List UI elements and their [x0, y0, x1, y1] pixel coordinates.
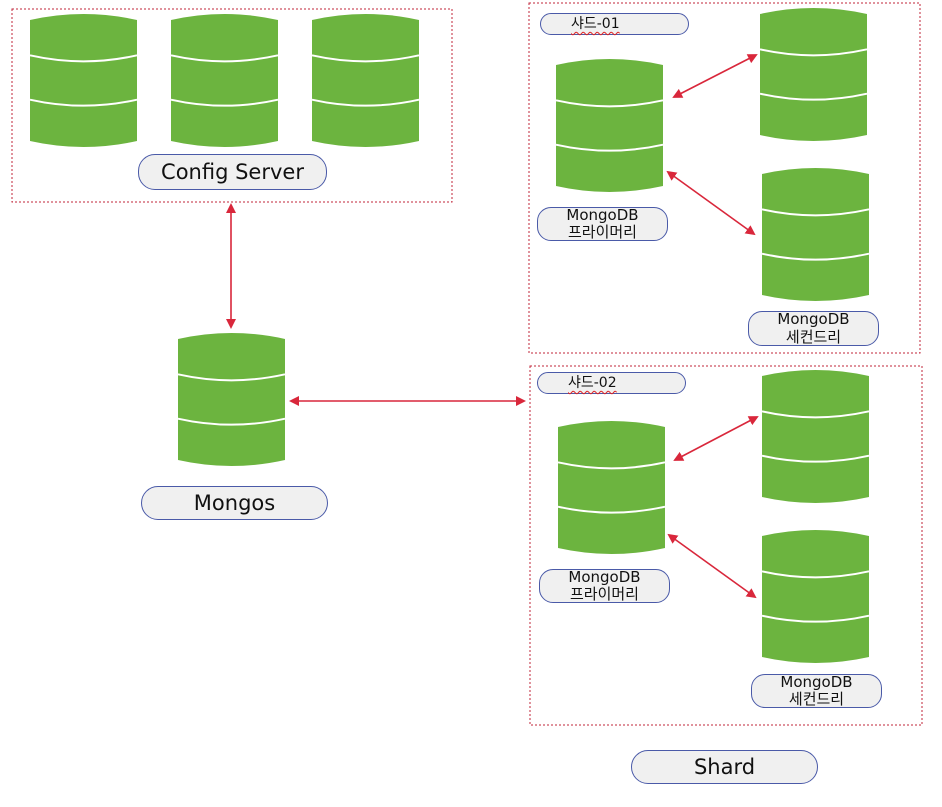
shard-01-secondary-label: MongoDB 세컨드리 — [748, 310, 879, 346]
config-server-label: Config Server — [138, 154, 327, 190]
config-server-db-icon-1 — [29, 14, 138, 147]
shard-01-secondary-db-icon-1 — [759, 8, 868, 141]
shard-01-primary-line2: 프라이머리 — [567, 223, 637, 241]
arrow-shard-01-primary-to-secondary-2 — [666, 170, 756, 236]
shard-02-secondary-db-icon-2 — [761, 530, 870, 663]
mongos-label-text: Mongos — [193, 490, 276, 515]
config-server-label-text: Config Server — [161, 159, 304, 184]
shard-01-primary-label: MongoDB 프라이머리 — [537, 205, 668, 241]
shard-02-name-badge: 샤드-02 — [537, 372, 686, 394]
shard-02-secondary-line2: 세컨드리 — [788, 690, 845, 708]
shard-01-name: 샤드-01 — [571, 15, 620, 32]
config-server-db-icon-2 — [170, 14, 279, 147]
shard-01-name-badge: 샤드-01 — [540, 13, 689, 35]
mongos-db-icon — [177, 333, 286, 466]
shard-02-primary-line1: MongoDB — [568, 567, 641, 586]
shard-label-text: Shard — [693, 754, 756, 779]
shard-02-primary-label: MongoDB 프라이머리 — [539, 567, 670, 603]
arrow-shard-02-primary-to-secondary-2 — [667, 533, 757, 599]
shard-02-primary-line2: 프라이머리 — [569, 585, 639, 603]
mongos-label: Mongos — [141, 486, 328, 520]
shard-02-secondary-db-icon-1 — [761, 370, 870, 503]
shard-01-primary-line1: MongoDB — [566, 205, 639, 224]
arrow-shard-02-primary-to-secondary-1 — [673, 416, 759, 461]
shard-02-primary-db-icon — [557, 421, 666, 554]
shard-label: Shard — [631, 750, 818, 784]
shard-02-secondary-line1: MongoDB — [780, 672, 853, 691]
shard-01-secondary-db-icon-2 — [761, 168, 870, 301]
arrow-shard-01-primary-to-secondary-1 — [672, 54, 758, 98]
config-server-group-box — [11, 8, 453, 203]
shard-02-secondary-label: MongoDB 세컨드리 — [751, 672, 882, 708]
shard-01-secondary-line1: MongoDB — [777, 310, 850, 329]
shard-02-name: 샤드-02 — [568, 374, 617, 391]
shard-01-primary-db-icon — [555, 59, 664, 192]
shard-01-secondary-line2: 세컨드리 — [785, 327, 842, 346]
shard-02-group-box — [529, 365, 923, 726]
shard-01-group-box — [528, 2, 921, 354]
config-server-db-icon-3 — [311, 14, 420, 147]
